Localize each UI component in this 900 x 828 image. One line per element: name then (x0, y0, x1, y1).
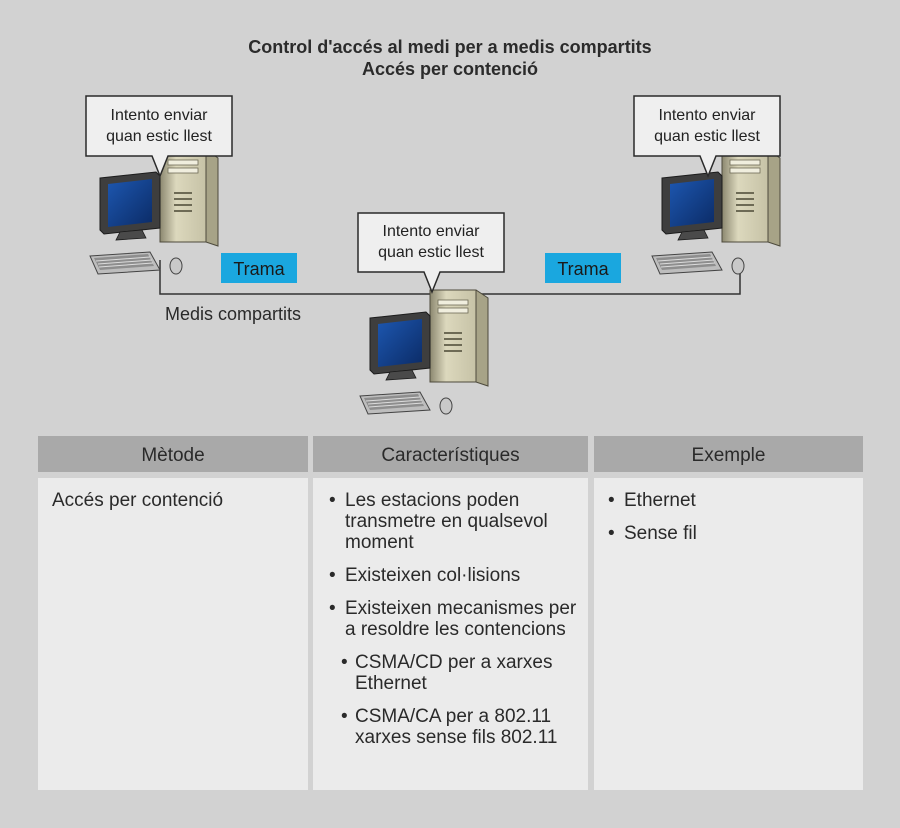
title-line-2: Accés per contenció (361, 59, 539, 79)
characteristic-item: CSMA/CA per a 802.11 xarxes sense fils 8… (327, 706, 578, 748)
computer-icon (651, 149, 781, 275)
column-header-characteristics: Característiques (313, 436, 588, 472)
speech-bubble-center: Intento enviar quan estic llest (357, 212, 505, 295)
frame-badge-left: Trama (221, 253, 297, 283)
examples-list: EthernetSense fil (606, 490, 853, 544)
computer-icon (89, 149, 219, 275)
bubble-text: quan estic llest (654, 128, 760, 145)
characteristic-item: CSMA/CD per a xarxes Ethernet (327, 652, 578, 694)
characteristic-item: Existeixen col·lisions (327, 565, 578, 586)
column-header-example: Exemple (594, 436, 863, 472)
characteristic-item: Existeixen mecanismes per a resoldre les… (327, 598, 578, 640)
speech-bubble-right: Intento enviar quan estic llest (633, 95, 781, 179)
frame-badge-right: Trama (545, 253, 621, 283)
shared-medium-label: Medis compartits (165, 304, 301, 324)
column-header-method: Mètode (38, 436, 308, 472)
diagram-title: Control d'accés al medi per a medis comp… (0, 36, 900, 80)
frame-label: Trama (557, 259, 609, 279)
example-item: Ethernet (606, 490, 853, 511)
column-example: EthernetSense fil (594, 478, 863, 790)
column-method: Accés per contenció (38, 478, 308, 790)
title-line-1: Control d'accés al medi per a medis comp… (248, 37, 652, 57)
network-diagram: Intento enviar quan estic llest Intento … (85, 95, 781, 415)
bubble-text: Intento enviar (383, 223, 481, 240)
bubble-text: quan estic llest (106, 128, 212, 145)
bubble-text: quan estic llest (378, 244, 484, 261)
column-characteristics: Les estacions poden transmetre en qualse… (313, 478, 588, 790)
speech-bubble-left: Intento enviar quan estic llest (85, 95, 233, 179)
bubble-text: Intento enviar (659, 107, 757, 124)
bubble-text: Intento enviar (111, 107, 209, 124)
method-value: Accés per contenció (52, 490, 224, 511)
computer-icon (359, 289, 489, 415)
characteristics-list: Les estacions poden transmetre en qualse… (327, 490, 578, 748)
example-item: Sense fil (606, 523, 853, 544)
characteristic-item: Les estacions poden transmetre en qualse… (327, 490, 578, 553)
frame-label: Trama (233, 259, 285, 279)
